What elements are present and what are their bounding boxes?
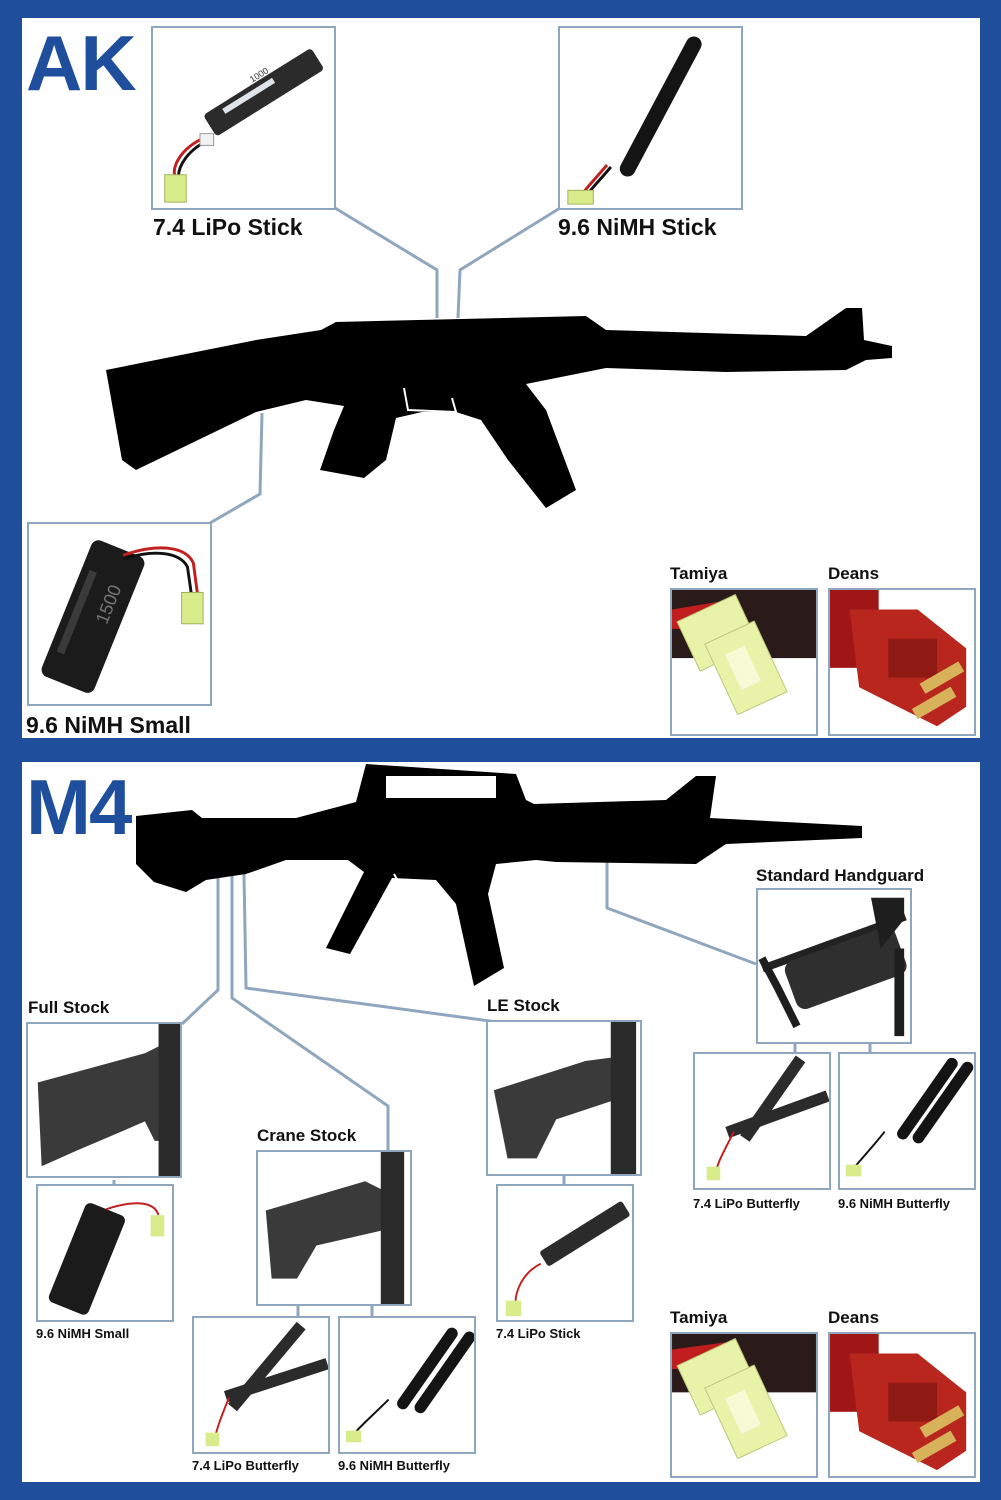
m4-le-stock-label: LE Stock [487,996,560,1015]
m4-le-stock-box [486,1020,642,1176]
m4-hg-nimh-butterfly-box [838,1052,976,1190]
m4-le-lipo-stick-label: 7.4 LiPo Stick [496,1326,581,1341]
ak-title: AK [26,19,137,107]
m4-crane-lipo-butterfly-box [192,1316,330,1454]
m4-title: M4 [26,763,132,851]
le-stock-photo-icon [493,1022,637,1174]
m4-handguard-label: Standard Handguard [756,866,925,885]
ak-deans-connector-box [828,588,976,736]
nimh-small-battery-icon-2 [48,1202,165,1315]
ak-panel: AK 1000 7.4 LiPo Stick [22,18,980,738]
m4-handguard-box [756,888,912,1044]
ak-nimh-stick-label: 9.6 NiMH Stick [558,214,717,240]
ak-rifle-silhouette [106,308,892,508]
tamiya-connector-icon-2 [672,1334,816,1460]
nimh-stick-battery-icon [567,36,702,205]
m4-full-nimh-small-box [36,1184,174,1322]
deans-connector-icon-2 [830,1334,967,1471]
ak-nimh-small-box: 1500 [27,522,212,706]
deans-connector-icon [830,590,967,727]
m4-deans-label: Deans [828,1308,880,1327]
m4-crane-stock-label: Crane Stock [257,1126,357,1145]
m4-panel: M4 Standard Handguard [22,762,980,1482]
crane-stock-photo-icon [265,1152,405,1304]
ak-lipo-stick-box: 1000 [151,26,336,210]
m4-rifle-silhouette [136,764,862,986]
nimh-butterfly-battery-icon-2 [345,1327,474,1443]
m4-le-lipo-stick-box [496,1184,634,1322]
nimh-butterfly-battery-icon [845,1057,974,1177]
ak-nimh-small-label: 9.6 NiMH Small [26,712,191,738]
m4-crane-nimh-butterfly-box [338,1316,476,1454]
m4-hg-nimh-butterfly-label: 9.6 NiMH Butterfly [838,1196,950,1211]
m4-hg-lipo-butterfly-box [693,1052,831,1190]
lipo-butterfly-battery-icon-2 [205,1321,328,1447]
lipo-stick-battery-icon-2 [505,1201,630,1317]
m4-full-stock-label: Full Stock [28,998,110,1017]
m4-crane-stock-box [256,1150,412,1306]
m4-tamiya-connector-box [670,1332,818,1478]
m4-crane-nimh-butterfly-label: 9.6 NiMH Butterfly [338,1458,450,1473]
ak-lipo-stick-label: 7.4 LiPo Stick [153,214,303,240]
m4-crane-lipo-butterfly-label: 7.4 LiPo Butterfly [192,1458,299,1473]
ak-tamiya-label: Tamiya [670,564,728,583]
m4-full-nimh-small-label: 9.6 NiMH Small [36,1326,130,1341]
m4-deans-connector-box [828,1332,976,1478]
full-stock-photo-icon [37,1024,180,1176]
ak-tamiya-connector-box [670,588,818,736]
lipo-stick-battery-icon [164,49,323,203]
ak-deans-label: Deans [828,564,880,583]
handguard-photo-icon [758,897,907,1037]
m4-tamiya-label: Tamiya [670,1308,728,1327]
m4-hg-lipo-butterfly-label: 7.4 LiPo Butterfly [693,1196,800,1211]
nimh-small-battery-icon [41,540,204,693]
m4-full-stock-box [26,1022,182,1178]
ak-nimh-stick-box [558,26,743,210]
lipo-butterfly-battery-icon [706,1055,829,1181]
tamiya-connector-icon [672,590,816,716]
